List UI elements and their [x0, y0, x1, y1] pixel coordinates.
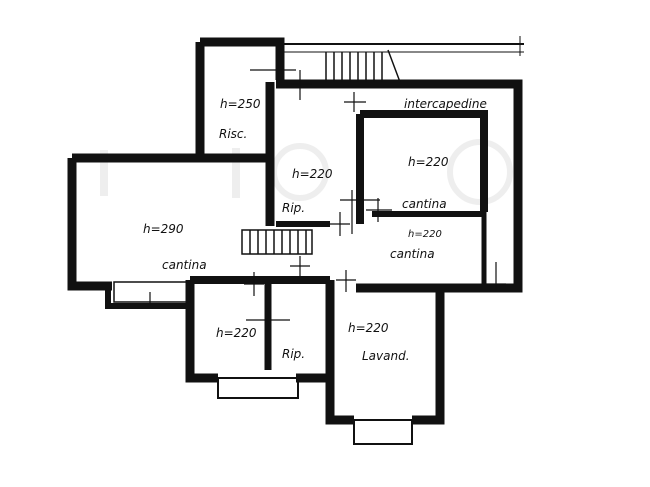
room-rip-top-height: h=220 — [292, 167, 333, 181]
room-risc-height: h=250 — [220, 97, 261, 111]
stair-middle — [241, 229, 313, 255]
room-rip-top-name: Rip. — [282, 201, 305, 215]
room-cantina-left-height: h=290 — [143, 222, 184, 236]
room-cantina-top-height: h=220 — [408, 155, 449, 169]
room-rip-bottom-name: Rip. — [282, 347, 305, 361]
label-intercapedine: intercapedine — [404, 97, 487, 111]
room-lavand-height: h=220 — [348, 321, 389, 335]
stair-top — [325, 49, 401, 83]
walls — [67, 36, 524, 445]
door-marks — [149, 60, 506, 332]
room-cantina-left-name: cantina — [162, 258, 207, 272]
room-risc-name: Risc. — [219, 127, 247, 141]
room-cantina-mid-height: h=220 — [408, 229, 442, 240]
room-lavand-name: Lavand. — [362, 349, 410, 363]
room-bottom-left-height: h=220 — [216, 326, 257, 340]
room-cantina-mid-name: cantina — [390, 247, 435, 261]
room-cantina-top-name: cantina — [402, 197, 447, 211]
